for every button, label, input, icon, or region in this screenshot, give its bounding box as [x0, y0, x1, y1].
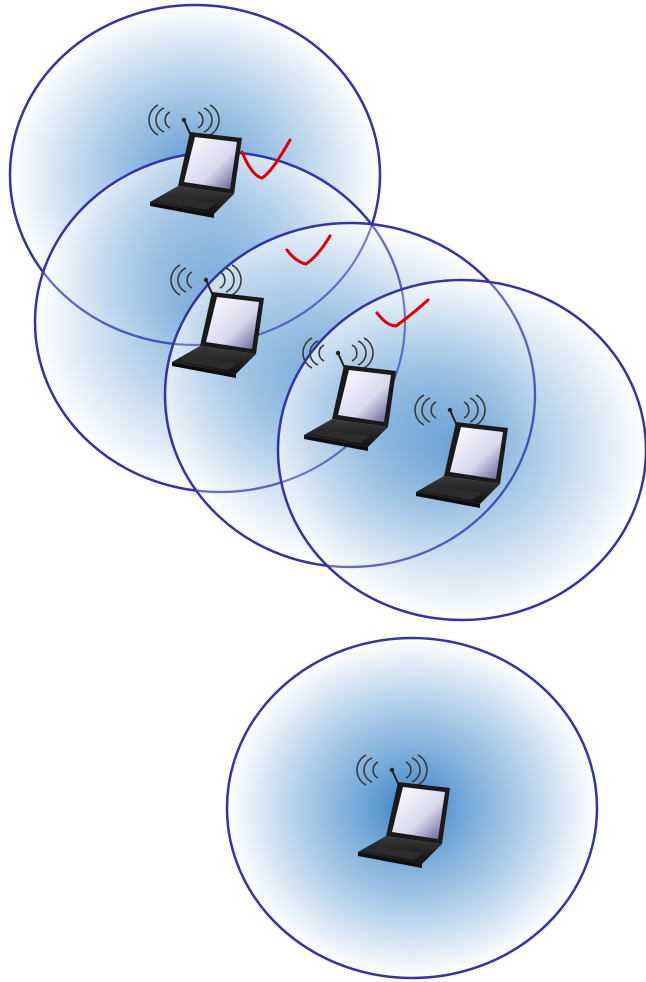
check-mark-icon: [240, 138, 292, 180]
check-mark-icon: [375, 298, 430, 328]
check-mark-icon: [285, 234, 332, 266]
